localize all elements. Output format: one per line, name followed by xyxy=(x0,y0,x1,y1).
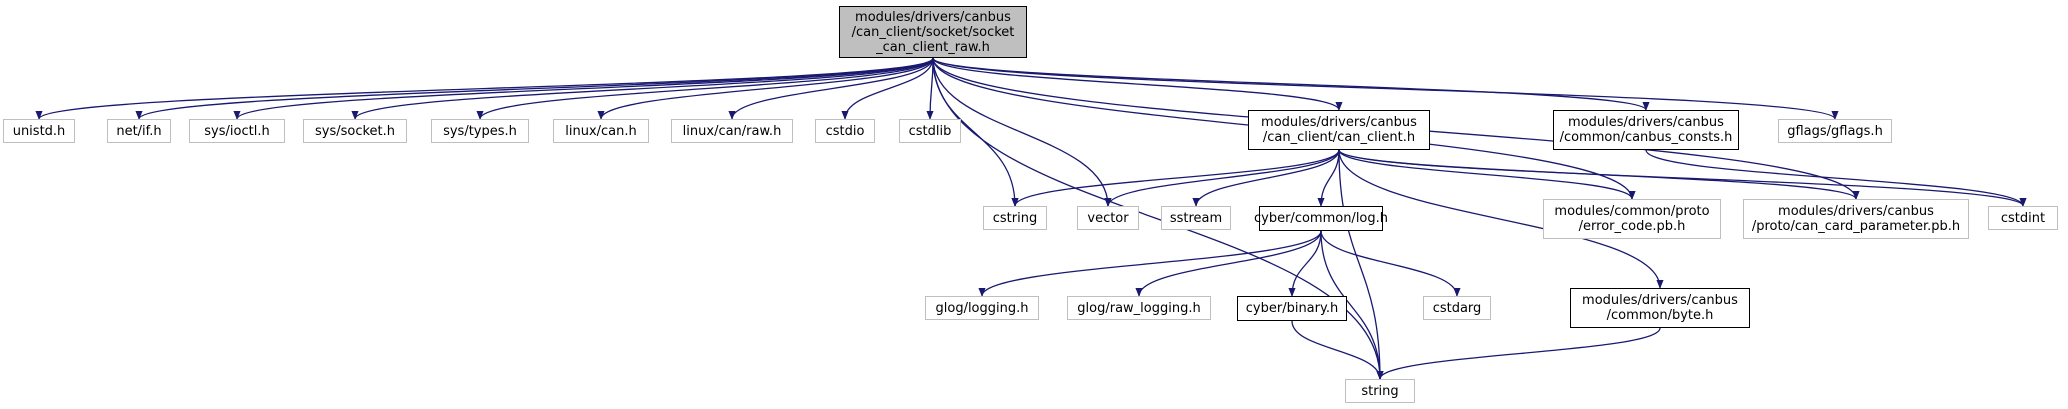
node-linux-can[interactable]: linux/can.h xyxy=(553,119,649,143)
edge-root-to-netif xyxy=(135,57,934,120)
node-label: linux/can.h xyxy=(565,123,637,139)
edge-root-to-types xyxy=(476,57,934,120)
node-can-client[interactable]: modules/drivers/canbus /can_client/can_c… xyxy=(1248,110,1430,150)
node-cstdint[interactable]: cstdint xyxy=(1988,206,2058,230)
node-label: sys/socket.h xyxy=(314,123,396,139)
edge-byte-to-string xyxy=(1376,327,1661,380)
node-label: glog/raw_logging.h xyxy=(1077,300,1201,316)
node-label: glog/logging.h xyxy=(935,300,1029,316)
node-cstdlib[interactable]: cstdlib xyxy=(899,119,961,143)
node-label: modules/drivers/canbus /can_client/can_c… xyxy=(1261,115,1417,145)
node-label: cyber/binary.h xyxy=(1245,301,1339,316)
edge-canclient-to-vector xyxy=(1104,149,1340,207)
node-label: cstdio xyxy=(825,123,865,139)
node-cstdarg[interactable]: cstdarg xyxy=(1423,296,1491,320)
node-label: vector xyxy=(1087,210,1129,226)
edge-log-to-glograw xyxy=(1135,230,1322,297)
node-canbus-consts[interactable]: modules/drivers/canbus /common/canbus_co… xyxy=(1553,110,1739,150)
node-label: cyber/common/log.h xyxy=(1254,211,1389,226)
node-gflags[interactable]: gflags/gflags.h xyxy=(1778,119,1892,143)
node-cstdio[interactable]: cstdio xyxy=(815,119,875,143)
node-sys-ioctl[interactable]: sys/ioctl.h xyxy=(189,119,285,143)
node-label: linux/can/raw.h xyxy=(682,123,782,139)
node-error-code[interactable]: modules/common/proto /error_code.pb.h xyxy=(1543,199,1721,239)
edge-root-to-vector xyxy=(932,57,1112,207)
edge-canclient-to-byte xyxy=(1338,149,1664,289)
edge-root-to-cstdio xyxy=(841,57,934,120)
edge-root-to-unistd xyxy=(35,57,934,120)
edge-root-to-consts xyxy=(932,57,1650,111)
node-can-card-parameter[interactable]: modules/drivers/canbus /proto/can_card_p… xyxy=(1743,199,1969,239)
node-label: cstdarg xyxy=(1432,300,1482,316)
edge-log-to-glog xyxy=(978,230,1322,297)
edge-binary-to-string xyxy=(1291,320,1384,380)
edge-root-to-string xyxy=(932,57,1384,380)
edge-root-to-lcan xyxy=(597,57,934,120)
node-string[interactable]: string xyxy=(1345,379,1415,403)
edge-consts-to-cstdint xyxy=(1645,149,2027,207)
root-file-node: modules/drivers/canbus /can_client/socke… xyxy=(839,6,1027,58)
node-vector[interactable]: vector xyxy=(1077,206,1139,230)
node-label: unistd.h xyxy=(12,123,66,139)
node-sys-socket[interactable]: sys/socket.h xyxy=(303,119,407,143)
node-cstring[interactable]: cstring xyxy=(983,206,1047,230)
node-sys-types[interactable]: sys/types.h xyxy=(431,119,529,143)
node-unistd[interactable]: unistd.h xyxy=(3,119,75,143)
node-label: sys/ioctl.h xyxy=(204,123,270,139)
node-glog-raw-logging[interactable]: glog/raw_logging.h xyxy=(1067,296,1211,320)
node-cyber-binary[interactable]: cyber/binary.h xyxy=(1237,296,1347,321)
node-label: gflags/gflags.h xyxy=(1787,123,1883,139)
edge-root-to-canclient xyxy=(932,57,1343,111)
edge-log-to-binary xyxy=(1288,230,1322,297)
edge-root-to-socket xyxy=(351,57,934,120)
edge-canclient-to-cstring xyxy=(1011,149,1340,207)
node-label: modules/drivers/canbus /proto/can_card_p… xyxy=(1751,204,1961,234)
edge-canclient-to-sstream xyxy=(1192,149,1340,207)
node-cyber-log[interactable]: cyber/common/log.h xyxy=(1254,206,1388,231)
node-label: sys/types.h xyxy=(443,123,517,139)
node-label: net/if.h xyxy=(116,123,162,139)
node-sstream[interactable]: sstream xyxy=(1161,206,1231,230)
edge-canclient-to-cstdint xyxy=(1338,149,2027,207)
node-label: modules/common/proto /error_code.pb.h xyxy=(1554,204,1710,234)
node-label: cstring xyxy=(992,210,1038,226)
edge-canclient-to-string xyxy=(1338,149,1384,380)
node-label: modules/drivers/canbus /common/byte.h xyxy=(1582,293,1738,323)
node-label: sstream xyxy=(1169,210,1223,226)
edge-log-to-cstdarg xyxy=(1320,230,1461,297)
node-label: cstdint xyxy=(2000,210,2046,226)
node-label: string xyxy=(1361,383,1399,399)
edge-root-to-lraw xyxy=(728,57,934,120)
node-net-if[interactable]: net/if.h xyxy=(107,119,171,143)
node-linux-can-raw[interactable]: linux/can/raw.h xyxy=(671,119,793,143)
node-label: cstdlib xyxy=(908,123,952,139)
edge-canclient-to-errcode xyxy=(1338,149,1636,200)
edge-log-to-string xyxy=(1320,230,1384,380)
root-file-label: modules/drivers/canbus /can_client/socke… xyxy=(851,9,1015,55)
edge-root-to-ioctl xyxy=(233,57,934,120)
node-label: modules/drivers/canbus /common/canbus_co… xyxy=(1559,115,1733,145)
node-byte[interactable]: modules/drivers/canbus /common/byte.h xyxy=(1570,288,1750,328)
node-glog-logging[interactable]: glog/logging.h xyxy=(925,296,1039,320)
edge-root-to-gflags xyxy=(932,57,1839,120)
